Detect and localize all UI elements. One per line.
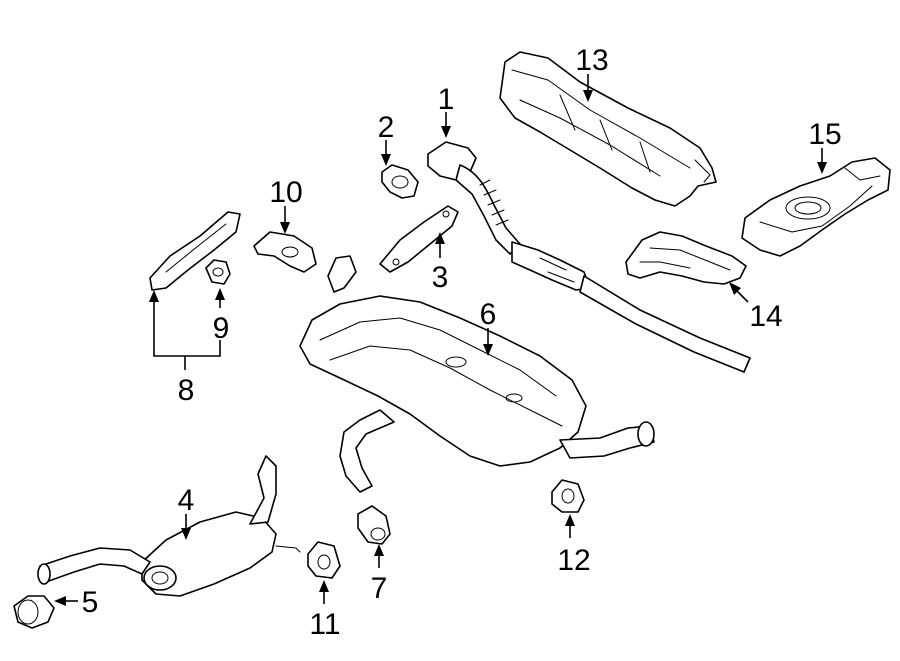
callout-7: 7 [371, 572, 388, 605]
part-10-hanger-bracket [253, 231, 317, 273]
part-14-heat-shield [625, 231, 747, 285]
callout-10: 10 [269, 176, 302, 209]
leaders [54, 74, 827, 606]
part-2-gasket [381, 164, 419, 199]
callout-5: 5 [82, 586, 99, 619]
callout-15: 15 [808, 118, 841, 151]
callout-6: 6 [480, 298, 497, 331]
part-6-rear-muffler [299, 255, 655, 493]
part-9-insulator [205, 259, 231, 285]
callout-11: 11 [309, 608, 340, 641]
part-15-heat-shield [741, 157, 891, 257]
part-8-hanger-bracket [149, 211, 241, 291]
part-1-front-pipe-catalytic-converter [427, 141, 751, 373]
callout-4: 4 [178, 484, 195, 517]
callout-3: 3 [432, 261, 449, 294]
part-7-clamp [357, 505, 391, 545]
callout-14: 14 [749, 300, 782, 333]
callout-labels: 1 2 3 4 5 6 7 8 9 10 11 12 13 14 15 [82, 44, 842, 641]
part-12-insulator [551, 479, 585, 513]
part-3-bracket [379, 205, 459, 273]
part-11-insulator [307, 541, 341, 579]
callout-8: 8 [178, 374, 195, 407]
callout-13: 13 [575, 44, 608, 77]
part-4-center-muffler [37, 455, 301, 597]
callout-12: 12 [557, 544, 590, 577]
callout-1: 1 [438, 83, 455, 116]
callout-9: 9 [213, 312, 230, 345]
part-5-clamp [13, 595, 55, 629]
callout-2: 2 [378, 111, 395, 144]
